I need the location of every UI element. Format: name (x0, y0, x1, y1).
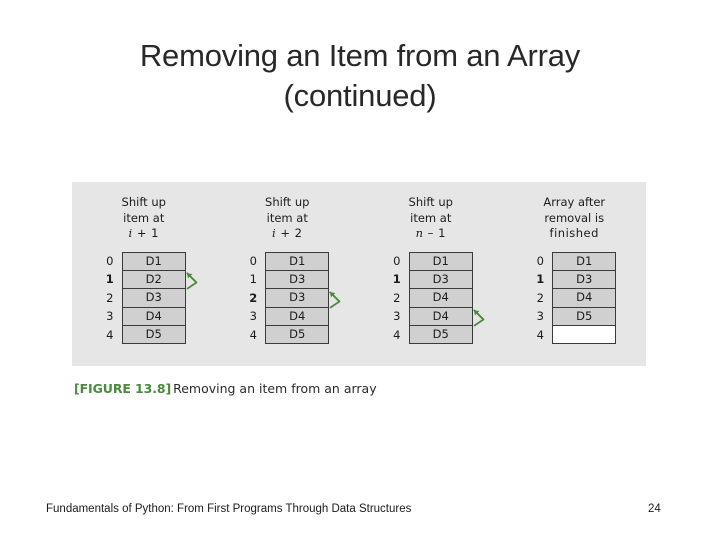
header-variable: i (272, 226, 277, 240)
array-index-column: 0 1 2 3 4 (245, 252, 261, 344)
array-cell: D4 (553, 289, 616, 308)
header-operand: + 1 (132, 226, 159, 240)
header-variable: n (415, 226, 424, 240)
page-title-line-1: Removing an Item from an Array (139, 38, 581, 73)
footer-page-number: 24 (648, 503, 661, 515)
header-line-2: item at (410, 210, 452, 225)
array-cell: D4 (122, 307, 185, 326)
figure-caption: [FIGURE 13.8]Removing an item from an ar… (74, 381, 377, 397)
shift-up-arrow-icon (471, 305, 497, 331)
header-operand: + 2 (276, 226, 303, 240)
array-cell: D2 (122, 271, 185, 290)
array-index-label: 1 (105, 272, 114, 287)
shift-up-arrow-icon (327, 287, 353, 313)
array-cell: D5 (409, 325, 472, 344)
page-title-line-2: (continued) (283, 78, 437, 113)
array-index-label: 4 (249, 327, 257, 342)
header-variable: i (128, 226, 133, 240)
array-index-label: 1 (249, 272, 257, 287)
array-cell: D3 (122, 289, 185, 308)
array-index-label: 2 (106, 290, 114, 305)
array-index-label: 2 (536, 290, 544, 305)
figure-caption-text: Removing an item from an array (173, 381, 377, 396)
header-line-1: Shift up (265, 195, 310, 209)
array-index-label: 1 (392, 272, 401, 287)
header-line-2: removal is (544, 210, 605, 225)
footer-book-title: Fundamentals of Python: From First Progr… (46, 503, 412, 515)
array-cell: D1 (122, 253, 185, 272)
array-cell: D3 (266, 271, 329, 290)
array-index-label: 2 (393, 290, 401, 305)
array-cell: D5 (266, 325, 329, 344)
array-cell: D4 (409, 307, 472, 326)
header-line-3: i + 1 (72, 226, 216, 242)
array-index-label: 0 (536, 254, 544, 268)
shift-up-arrow-icon (184, 268, 210, 294)
header-line-1: Array after (543, 195, 606, 209)
array-cell: D1 (553, 253, 616, 272)
array-index-label: 2 (249, 290, 258, 305)
header-line-2: item at (123, 210, 165, 225)
array-index-label: 0 (249, 254, 257, 268)
array-index-label: 3 (393, 309, 401, 324)
header-line-1: Shift up (408, 195, 453, 209)
array-cell: D4 (266, 307, 329, 326)
array-cell: D1 (266, 253, 329, 272)
array-index-label: 4 (106, 327, 114, 342)
header-line-1: Shift up (121, 195, 166, 209)
array-index-label: 4 (536, 327, 544, 342)
header-line-3: i + 2 (216, 226, 360, 242)
array-index-label: 3 (249, 309, 257, 324)
array-cell: D1 (409, 253, 472, 272)
figure-number-tag: [FIGURE 13.8] (74, 381, 172, 396)
array-cell: D3 (266, 289, 329, 308)
array-index-label: 0 (393, 254, 401, 268)
array-index-label: 3 (536, 309, 544, 324)
header-line-2: item at (266, 210, 308, 225)
array-index-label: 4 (393, 327, 401, 342)
array-index-label: 1 (536, 272, 545, 287)
page-title: Removing an Item from an Array (continue… (0, 36, 720, 116)
array-index-column: 0 1 2 3 4 (532, 252, 548, 344)
header-line-3: finished (503, 226, 647, 242)
header-operand: finished (549, 226, 599, 240)
array-index-label: 3 (106, 309, 114, 324)
array-cell: D3 (409, 271, 472, 290)
array-cell: D5 (122, 325, 185, 344)
array-cell-empty (553, 325, 616, 344)
array-cell: D4 (409, 289, 472, 308)
array-index-column: 0 1 2 3 4 (389, 252, 405, 344)
header-line-3: n – 1 (359, 226, 503, 242)
array-index-column: 0 1 2 3 4 (102, 252, 118, 344)
header-operand: – 1 (423, 226, 446, 240)
array-cell: D3 (553, 271, 616, 290)
array-index-label: 0 (106, 254, 114, 268)
array-cell: D5 (553, 307, 616, 326)
